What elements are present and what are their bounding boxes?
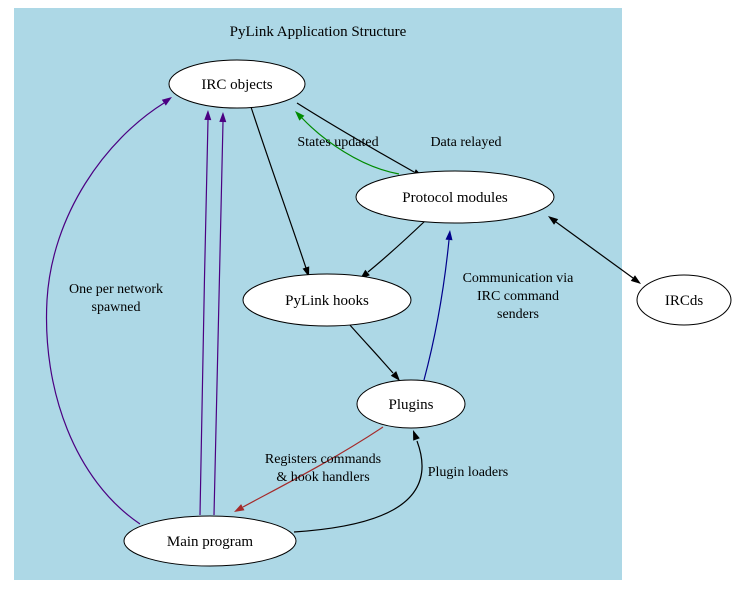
arrowhead-main-to-irc-vertical-2 (219, 112, 227, 123)
arrowhead-main-to-irc-vertical-1 (204, 110, 212, 121)
edge-label-communication-line1: Communication via (463, 271, 575, 286)
edge-label-one-per-network-line2: spawned (92, 300, 141, 315)
edge-protocol-to-ircds (555, 221, 634, 279)
node-ircds: IRCds (636, 274, 732, 326)
node-pylink-hooks: PyLink hooks (242, 273, 412, 327)
edge-label-registers-line1: Registers commands (265, 452, 381, 467)
edge-label-communication-line3: senders (497, 307, 539, 322)
edge-label-one-per-network-line1: One per network (69, 282, 163, 297)
node-label-plugins: Plugins (388, 397, 433, 413)
edge-plugins-to-main (242, 426, 384, 508)
node-label-irc-objects: IRC objects (201, 77, 272, 93)
edge-plugins-to-protocol (423, 239, 450, 381)
edge-label-communication-line2: IRC command (477, 289, 559, 304)
node-protocol-modules: Protocol modules (355, 170, 555, 224)
diagram-title: PyLink Application Structure (230, 24, 407, 40)
edge-label-registers-line2: & hook handlers (276, 470, 369, 485)
arrowhead-protocol-to-ircds (630, 275, 641, 284)
edge-label-states-updated: States updated (297, 135, 378, 150)
arrowhead-protocol-to-irc (295, 111, 305, 121)
node-ellipse-irc-objects (168, 59, 306, 109)
arrowhead-main-to-irc-curve (161, 97, 172, 106)
edge-main-to-plugins (293, 440, 423, 533)
edge-main-to-irc-curve (45, 102, 165, 525)
arrowhead-main-to-plugins (413, 430, 420, 441)
node-ellipse-pylink-hooks (242, 273, 412, 327)
node-plugins: Plugins (356, 379, 466, 429)
edge-label-plugin-loaders: Plugin loaders (428, 465, 509, 480)
node-main-program: Main program (123, 515, 297, 567)
edge-irc-to-protocol (296, 102, 415, 173)
arrowhead-ircds-to-protocol (548, 216, 559, 225)
arrowhead-plugins-to-main (234, 504, 245, 512)
node-label-pylink-hooks: PyLink hooks (285, 293, 369, 309)
edge-label-data-relayed: Data relayed (430, 135, 501, 150)
node-irc-objects: IRC objects (168, 59, 306, 109)
node-label-ircds: IRCds (665, 293, 704, 309)
node-label-protocol-modules: Protocol modules (402, 190, 508, 206)
edge-irc-to-hooks (250, 106, 307, 269)
edge-main-to-irc-vertical-2 (213, 121, 224, 516)
edge-hooks-to-plugins (348, 323, 394, 374)
arrowhead-hooks-to-plugins (390, 371, 400, 381)
edge-protocol-to-hooks (367, 220, 426, 273)
node-label-main-program: Main program (167, 534, 254, 550)
node-ellipse-plugins (356, 379, 466, 429)
node-ellipse-ircds (636, 274, 732, 326)
node-ellipse-protocol-modules (355, 170, 555, 224)
edge-protocol-to-irc (301, 117, 400, 175)
edge-main-to-irc-vertical-1 (199, 119, 209, 516)
arrowhead-plugins-to-protocol (445, 230, 453, 241)
node-ellipse-main-program (123, 515, 297, 567)
